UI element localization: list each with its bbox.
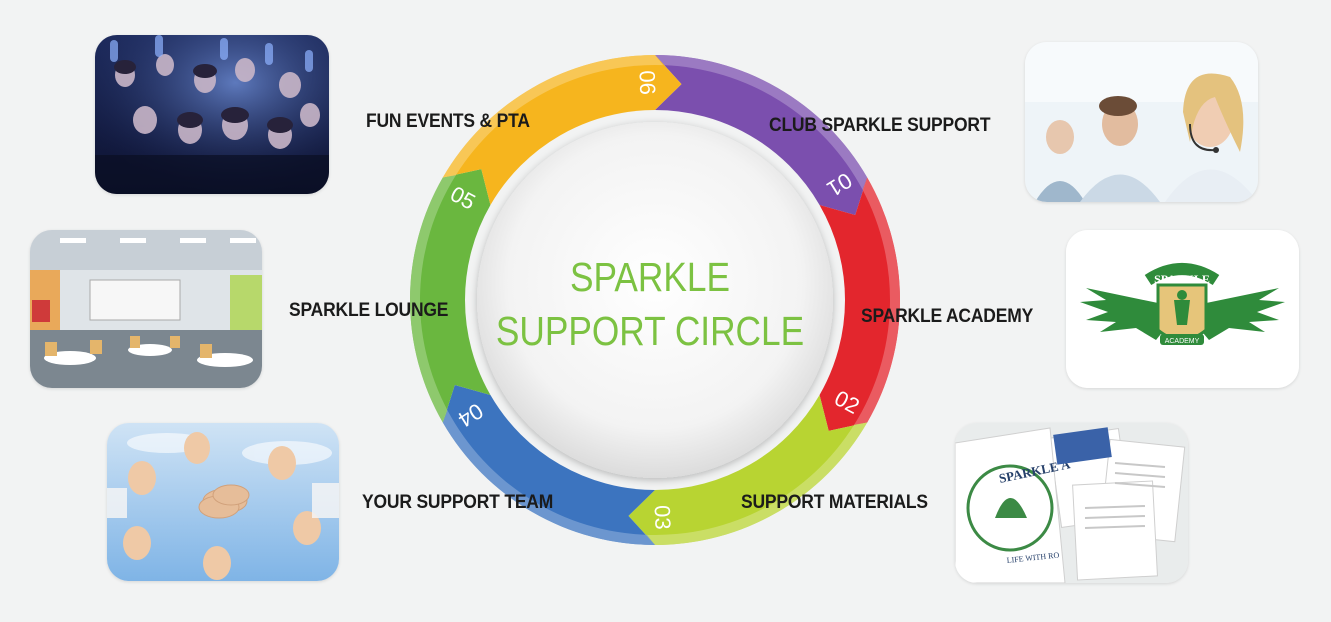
ring-segment-06 [442, 55, 682, 205]
ring-segment-01 [655, 55, 868, 216]
step-label-sparkle-academy: SPARKLE ACADEMY [861, 306, 1034, 327]
ring-segment-highlight-04 [442, 410, 655, 545]
step-number-03: 03 [650, 505, 676, 530]
center-title-line2: SUPPORT CIRCLE [495, 308, 805, 354]
ring-segment-highlight-03 [646, 422, 868, 545]
sparkle-lounge-photo [30, 230, 262, 388]
ring-segment-highlight-06 [442, 55, 664, 178]
center-title: SPARKLE SUPPORT CIRCLE [495, 250, 805, 358]
ring-segment-highlight-05 [410, 175, 456, 423]
step-label-club-sparkle-support: CLUB SPARKLE SUPPORT [769, 115, 991, 136]
fun-events-photo [95, 35, 329, 194]
club-support-photo [1025, 42, 1258, 202]
step-label-fun-events-pta: FUN EVENTS & PTA [366, 111, 530, 132]
step-label-your-support-team: YOUR SUPPORT TEAM [362, 492, 554, 513]
ring-segment-04 [442, 384, 655, 545]
academy-logo-subword: ACADEMY [1165, 338, 1200, 345]
ring-segment-05 [410, 169, 491, 423]
step-number-06: 06 [634, 70, 660, 95]
ring-segment-03 [628, 395, 868, 545]
support-team-photo [107, 423, 339, 581]
step-label-sparkle-lounge: SPARKLE LOUNGE [289, 300, 449, 321]
academy-logo-word: SPARKLE [1154, 272, 1210, 286]
ring-segment-highlight-01 [655, 55, 868, 190]
center-title-line1: SPARKLE [569, 254, 731, 300]
ring-segment-02 [819, 177, 900, 431]
support-materials-photo: SPARKLE A LIFE WITH RO [955, 423, 1188, 583]
center-disc [477, 122, 833, 478]
sparkle-academy-logo-card: SPARKLE ACADEMY [1066, 230, 1299, 388]
step-label-support-materials: SUPPORT MATERIALS [741, 492, 928, 513]
ring-segment-highlight-02 [854, 177, 900, 425]
